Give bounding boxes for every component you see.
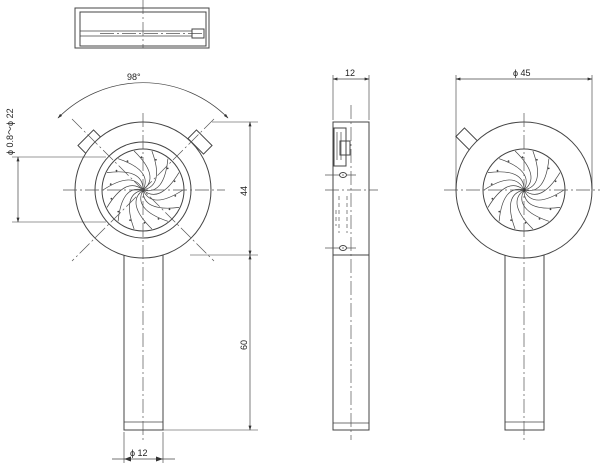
iris-blade	[140, 189, 169, 222]
blade-pivot	[524, 221, 527, 224]
handle-length-dimension: 60	[163, 254, 258, 431]
top-view	[74, 0, 210, 49]
iris-blades-icon	[102, 150, 184, 230]
blade-pivot	[157, 218, 160, 220]
blade-pivot	[496, 169, 499, 172]
iris-blade	[142, 172, 180, 195]
iris-blade	[142, 189, 184, 201]
blade-pivot	[554, 180, 557, 183]
blade-pivot	[126, 160, 129, 163]
blade-pivot	[521, 156, 524, 159]
iris-blade	[523, 172, 561, 195]
thickness-dimension: 12	[332, 68, 370, 120]
handle-diameter-dimension: ϕ 12	[112, 432, 175, 463]
aperture-dimension: ϕ 0.8～ϕ 22	[5, 108, 106, 223]
iris-blade	[510, 189, 525, 230]
ring-height-label: 44	[239, 186, 249, 196]
iris-blade	[523, 189, 565, 201]
blade-pivot	[166, 167, 169, 170]
iris-blade	[523, 189, 561, 209]
iris-blade	[142, 189, 180, 209]
blade-pivot	[549, 208, 552, 211]
blade-pivot	[129, 219, 132, 222]
iris-blade	[483, 179, 525, 191]
side-view	[325, 105, 378, 440]
handle-length-label: 60	[239, 340, 249, 350]
blade-pivot	[109, 183, 112, 186]
blade-pivot	[173, 180, 176, 183]
blade-pivot	[536, 158, 538, 161]
ring-height-dimension: 44	[190, 121, 258, 256]
angle-dimension: 98°	[57, 72, 229, 119]
iris-blade	[523, 150, 538, 191]
iris-blade	[142, 150, 157, 191]
iris-blade	[523, 158, 550, 192]
iris-blade	[106, 185, 144, 208]
handle-diameter-label: ϕ 12	[130, 448, 148, 458]
angle-label: 98°	[127, 72, 141, 82]
blade-pivot	[498, 210, 501, 213]
blade-pivot	[490, 183, 493, 186]
aperture-label: ϕ 0.8～ϕ 22	[5, 108, 15, 155]
front-view	[63, 113, 225, 440]
blade-pivot	[538, 218, 541, 220]
iris-blade	[516, 189, 534, 230]
outer-diameter-dimension: ϕ 45	[455, 68, 593, 190]
iris-blade	[487, 185, 525, 208]
iris-blade	[117, 188, 144, 222]
iris-blade	[129, 189, 144, 230]
blade-pivot	[491, 197, 494, 200]
blade-pivot	[555, 195, 558, 197]
blade-pivot	[174, 195, 177, 197]
blade-pivot	[168, 208, 171, 211]
blade-pivot	[143, 221, 146, 224]
iris-blade	[102, 179, 144, 191]
blade-pivot	[155, 158, 157, 161]
iris-blade	[498, 158, 527, 191]
iris-blade	[498, 188, 525, 222]
blade-pivot	[117, 210, 120, 213]
outer-diameter-label: ϕ 45	[513, 68, 531, 78]
blade-pivot	[547, 167, 550, 170]
blade-pivot	[110, 197, 113, 200]
adjust-lever-right	[187, 129, 213, 155]
iris-blade	[135, 189, 153, 230]
rear-view	[444, 113, 600, 440]
blade-pivot	[115, 169, 118, 172]
blade-pivot	[510, 219, 512, 222]
iris-blade	[117, 158, 146, 191]
iris-blade	[521, 189, 550, 222]
handle	[123, 234, 164, 431]
iris-blade	[514, 150, 532, 191]
blade-pivot	[140, 156, 143, 159]
iris-blade	[142, 158, 169, 192]
blade-pivot	[507, 160, 510, 163]
thickness-label: 12	[345, 68, 355, 78]
rear-handle	[504, 234, 545, 431]
